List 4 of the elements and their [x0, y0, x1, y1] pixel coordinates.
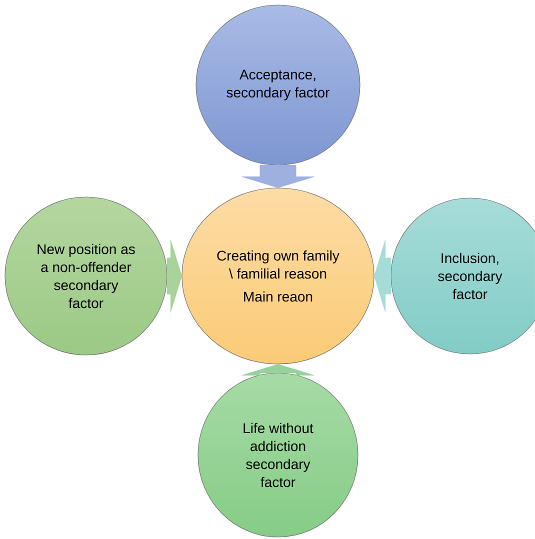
block-arrow: [374, 240, 391, 312]
block-arrow: [167, 240, 182, 312]
block-arrow: [242, 165, 314, 188]
block-arrow: [242, 364, 314, 376]
